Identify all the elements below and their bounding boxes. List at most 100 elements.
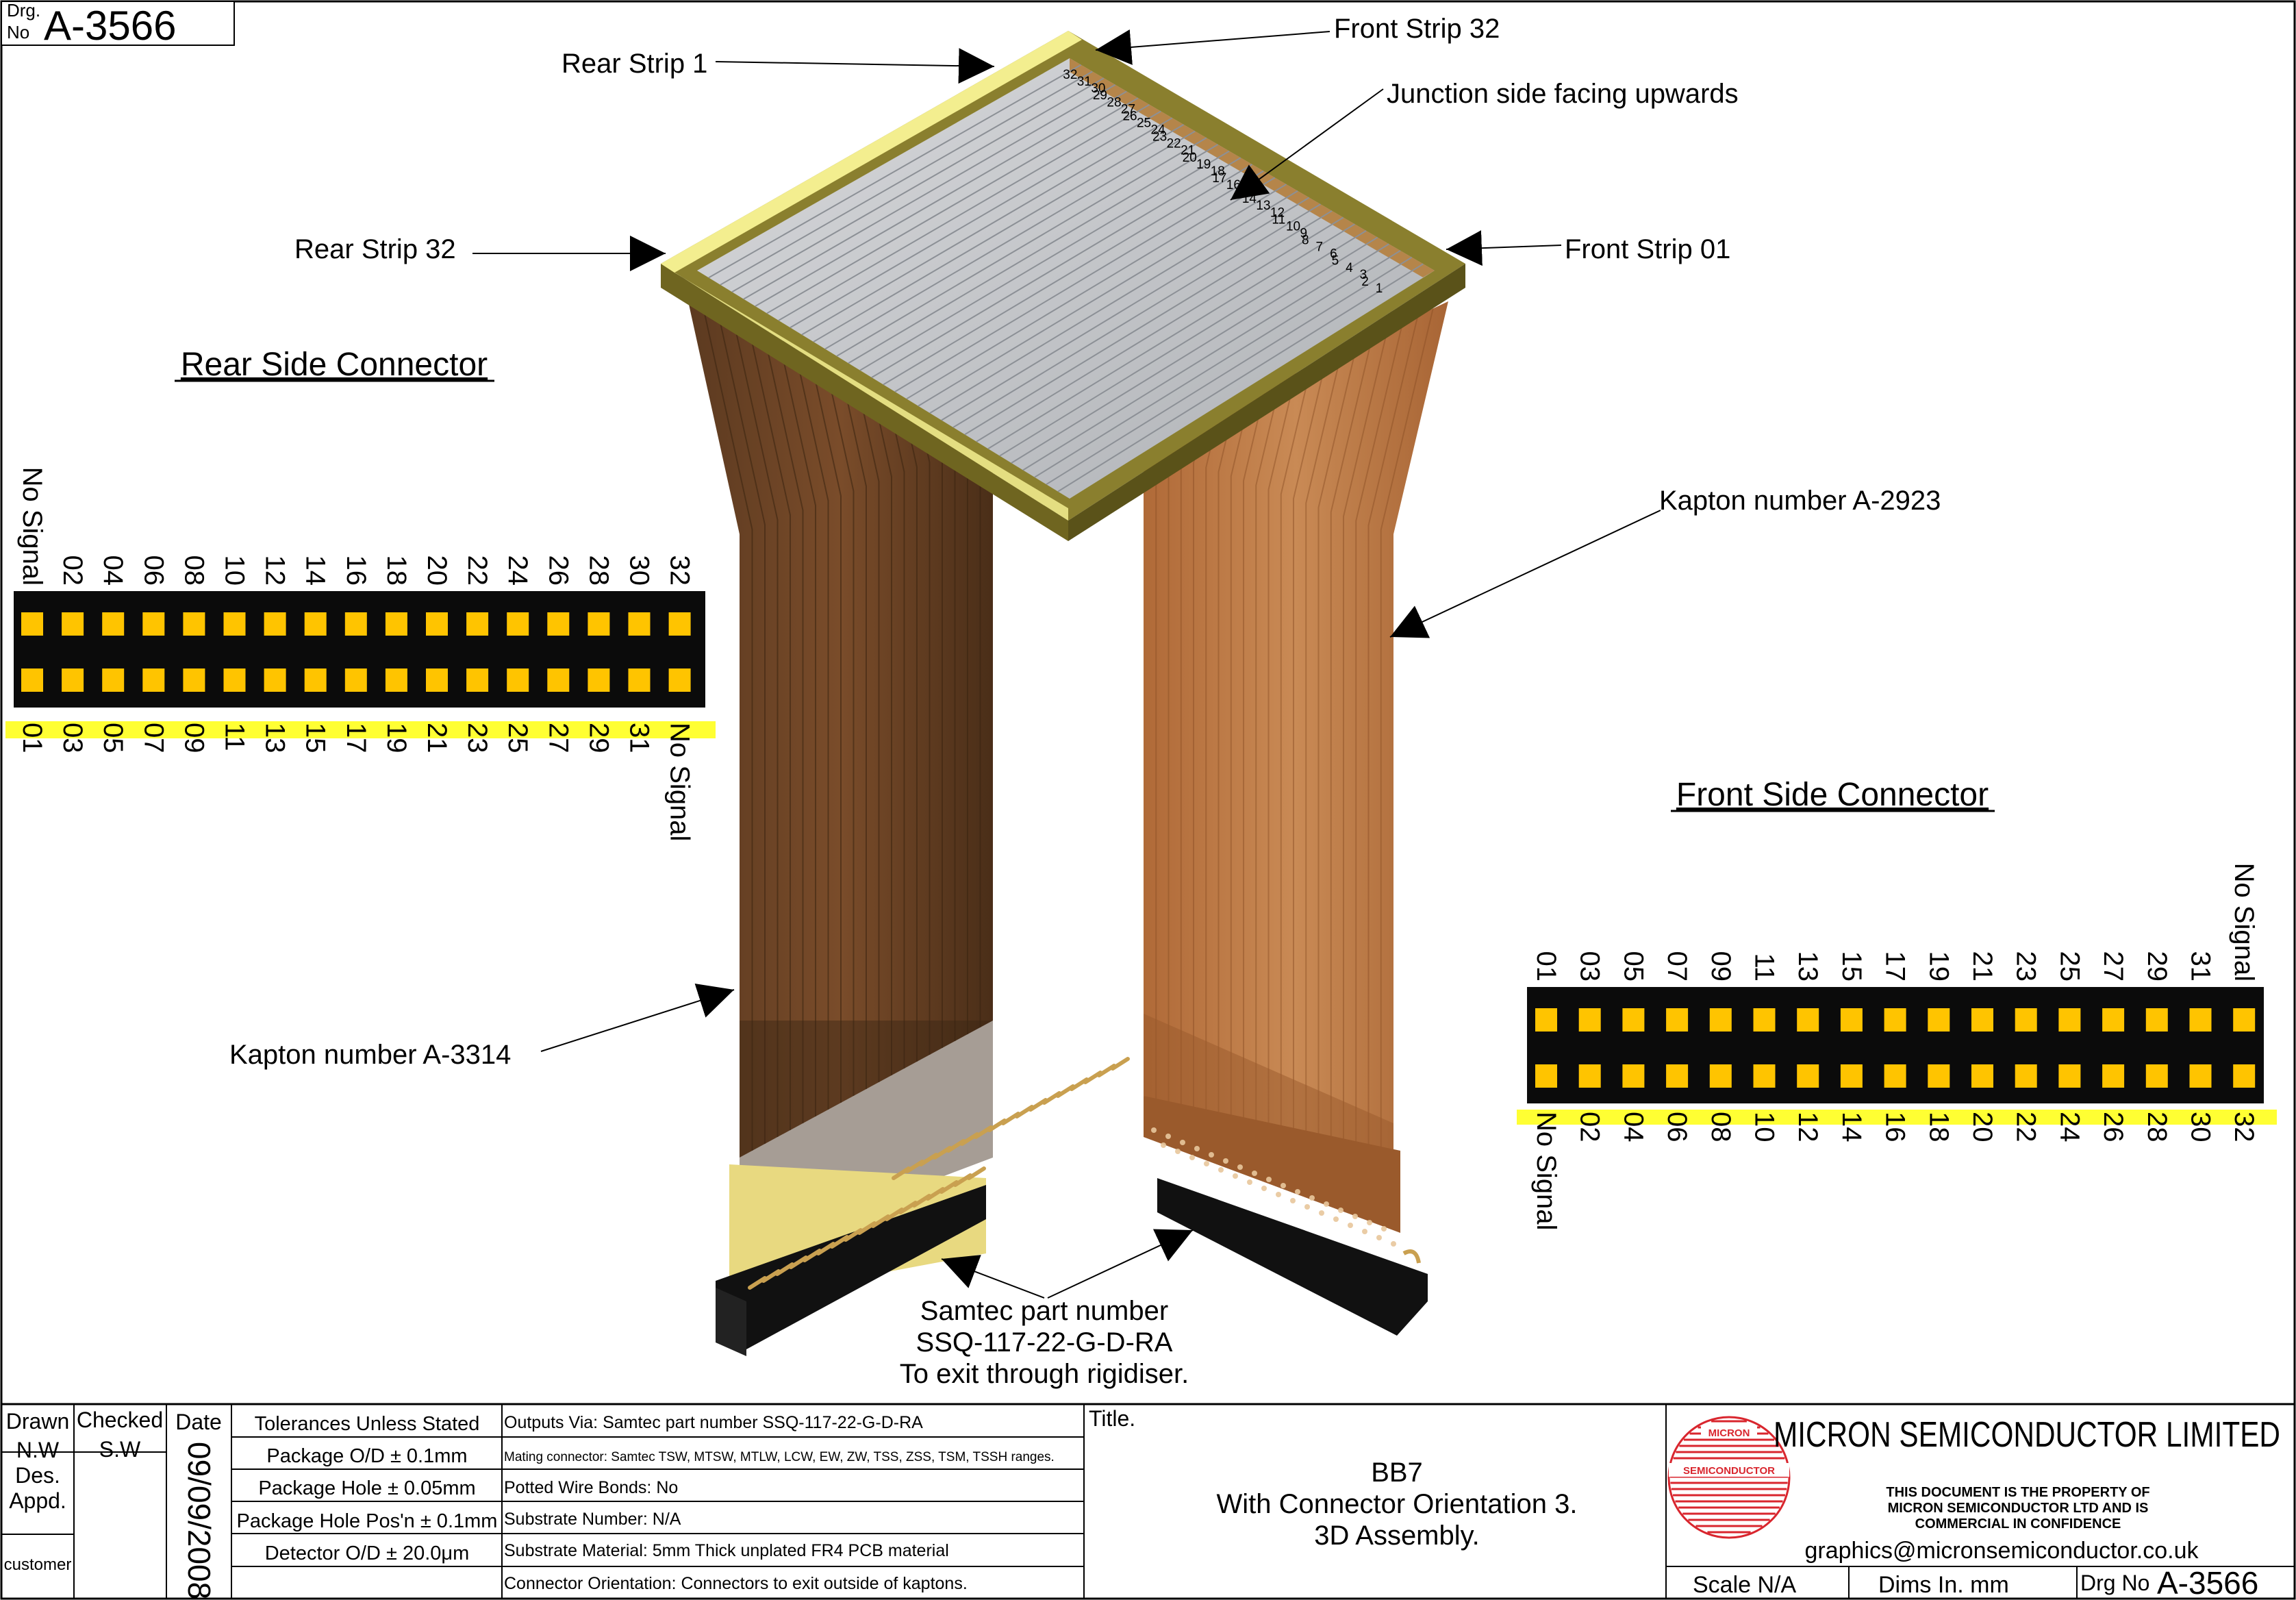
connector-hole bbox=[1233, 1173, 1238, 1179]
no-label: No bbox=[7, 22, 29, 42]
strip-number: 9 bbox=[1300, 226, 1307, 240]
note-row: Substrate Material: 5mm Thick unplated F… bbox=[504, 1541, 949, 1560]
rear_connector-pin-bottom bbox=[547, 668, 570, 692]
rear_connector-top-label: 22 bbox=[462, 555, 492, 586]
strip-number: 5 bbox=[1332, 254, 1339, 268]
checked-value: S.W bbox=[99, 1437, 141, 1462]
front_connector-pin-bottom bbox=[1884, 1064, 1906, 1088]
callout-kapton-a2923: Kapton number A-2923 bbox=[1659, 486, 1941, 516]
kapton-trace bbox=[840, 369, 867, 1089]
connector-hole bbox=[1194, 1146, 1200, 1151]
rear_connector-top-label: 24 bbox=[503, 555, 533, 586]
strip-number: 20 bbox=[1183, 151, 1197, 165]
kapton-trace bbox=[1380, 308, 1434, 1174]
callout-samtec-line2: SSQ-117-22-G-D-RA bbox=[916, 1327, 1173, 1358]
rear_connector-pin-top bbox=[264, 612, 286, 636]
rear_connector-pin-bottom bbox=[628, 668, 651, 692]
front_connector-bottom-label: 14 bbox=[1837, 1112, 1867, 1142]
sensor-strip-line bbox=[824, 130, 1196, 350]
connector-hole bbox=[1333, 1216, 1339, 1222]
date-label: Date bbox=[175, 1410, 222, 1434]
sensor-strip-line bbox=[778, 103, 1150, 321]
strip-number: 7 bbox=[1316, 240, 1324, 255]
front_connector-top-label: 07 bbox=[1662, 951, 1692, 982]
kapton-trace bbox=[1355, 323, 1404, 1166]
callout-kapton-a3314: Kapton number A-3314 bbox=[229, 1040, 511, 1070]
sensor-strip-line bbox=[1057, 263, 1424, 492]
front_connector-pin-top bbox=[1535, 1008, 1557, 1032]
strip-number: 19 bbox=[1196, 158, 1211, 172]
rear_connector-pin-top bbox=[507, 612, 529, 636]
front_connector-pin-bottom bbox=[2145, 1064, 2168, 1088]
rear_connector-bottom-label: 01 bbox=[17, 723, 47, 753]
sensor-strip-line bbox=[987, 223, 1355, 450]
sensor-strip-line bbox=[708, 64, 1082, 279]
kapton-trace bbox=[1280, 366, 1312, 1141]
front_connector-pin-bottom bbox=[2102, 1064, 2125, 1088]
note-row: Potted Wire Bonds: No bbox=[504, 1478, 678, 1497]
rear_connector-top-label: 32 bbox=[665, 555, 695, 586]
connector-hole bbox=[1338, 1208, 1343, 1213]
front_connector-bottom-label: 18 bbox=[1923, 1112, 1954, 1142]
rear_connector-pin-top bbox=[344, 612, 367, 636]
strip-number: 11 bbox=[1272, 212, 1285, 227]
rear_connector-pin-bottom bbox=[21, 668, 43, 692]
front_connector-pin-bottom bbox=[2189, 1064, 2212, 1088]
rear_connector-top-label: 16 bbox=[341, 555, 371, 586]
rear_connector-top-label: 12 bbox=[260, 555, 290, 586]
front_connector-bottom-label: 12 bbox=[1793, 1112, 1823, 1142]
drg-no-label: Drg No bbox=[2080, 1571, 2149, 1595]
callout-junction-side: Junction side facing upwards bbox=[1387, 79, 1739, 109]
sensor-strip-line bbox=[755, 90, 1127, 307]
kapton-trace bbox=[764, 335, 804, 1123]
connector-hole bbox=[1223, 1158, 1228, 1164]
kapton-trace bbox=[733, 321, 779, 1137]
connector-hole bbox=[1304, 1204, 1310, 1210]
rear_connector-pin-bottom bbox=[588, 668, 610, 692]
rear_connector-bottom-label: 13 bbox=[260, 723, 290, 753]
strip-number: 4 bbox=[1346, 261, 1353, 275]
kapton-trace bbox=[718, 314, 766, 1144]
rear_connector-bottom-label: 09 bbox=[179, 723, 209, 753]
rear_connector-pin-top bbox=[426, 612, 448, 636]
rear_connector-pin-bottom bbox=[183, 668, 205, 692]
sensor-strip-line bbox=[848, 144, 1219, 364]
rear_connector-bottom-label: 31 bbox=[625, 723, 655, 753]
sensor-strip-line bbox=[906, 177, 1276, 400]
rear_connector-top-label: 02 bbox=[58, 555, 88, 586]
connector-hole bbox=[1362, 1229, 1367, 1234]
sensor-strip-line bbox=[1022, 243, 1389, 471]
note-row: Connector Orientation: Connectors to exi… bbox=[504, 1574, 968, 1593]
rear_connector-top-label: 18 bbox=[381, 555, 412, 586]
company-name: MICRON SEMICONDUCTOR LIMITED bbox=[1774, 1415, 2280, 1455]
front_connector-top-label: 01 bbox=[1531, 951, 1561, 982]
front_connector-bottom-label: 28 bbox=[2142, 1112, 2172, 1142]
front_connector-pin-bottom bbox=[1928, 1064, 1950, 1088]
kapton-trace bbox=[703, 308, 753, 1151]
front_connector-pin-top bbox=[1971, 1008, 1993, 1032]
kapton-trace bbox=[1267, 373, 1297, 1137]
date-value: 09/09/2008 bbox=[181, 1442, 217, 1599]
rear_connector-pin-top bbox=[668, 612, 691, 636]
sensor-strip-line bbox=[836, 137, 1207, 357]
strip-number: 10 bbox=[1286, 219, 1300, 234]
note-row: Substrate Number: N/A bbox=[504, 1510, 681, 1529]
front_connector-bottom-label: 26 bbox=[2098, 1112, 2128, 1142]
front_connector-pin-top bbox=[2102, 1008, 2125, 1032]
connector-hole bbox=[1180, 1140, 1185, 1145]
strip-number: 22 bbox=[1167, 137, 1181, 151]
front_connector-pin-top bbox=[2145, 1008, 2168, 1032]
connector-pin bbox=[1111, 1057, 1130, 1071]
rear_connector-pin-top bbox=[183, 612, 205, 636]
rear_connector-pin-bottom bbox=[344, 668, 367, 692]
front_connector-pin-bottom bbox=[2233, 1064, 2256, 1088]
front_connector-top-label: 11 bbox=[1750, 953, 1780, 982]
tolerance-row: Tolerances Unless Stated bbox=[255, 1413, 480, 1435]
connector-hole bbox=[1161, 1142, 1166, 1148]
kapton-trace bbox=[1317, 344, 1358, 1153]
front_connector-pin-top bbox=[1884, 1008, 1906, 1032]
rear_connector-bottom-label: 29 bbox=[583, 723, 614, 753]
callout-rear-strip-1: Rear Strip 1 bbox=[562, 49, 707, 79]
